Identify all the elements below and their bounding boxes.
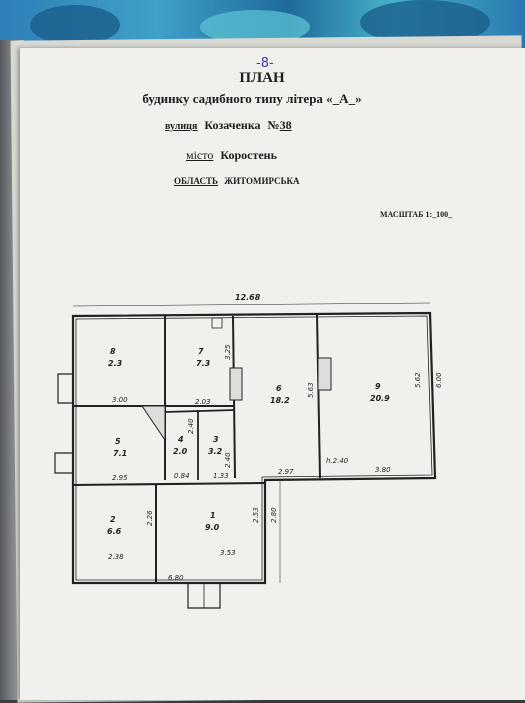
street-name: Козаченка [204, 118, 261, 132]
room-number: 7 [198, 347, 204, 356]
outer-wall [71, 311, 437, 585]
dimension-label: 2.95 [112, 474, 128, 482]
city-line: місто Коростень [186, 148, 277, 163]
room-number: 9 [375, 382, 381, 391]
dimension-label: 1.33 [213, 472, 229, 480]
region-line: ОБЛАСТЬ ЖИТОМИРСЬКА [174, 176, 300, 186]
street-line: вулиця Козаченка №38 [165, 118, 292, 133]
chimney [211, 317, 223, 329]
room-area: 9.0 [205, 523, 220, 532]
stove [317, 357, 332, 391]
city-name: Коростень [220, 148, 277, 162]
dimension-label: 2.40 [224, 452, 232, 468]
porch [54, 452, 73, 474]
dimension-label: 5.62 [414, 372, 422, 388]
city-label: місто [186, 148, 214, 162]
room-number: 3 [213, 435, 219, 444]
street-label: вулиця [165, 121, 198, 132]
dimension-label: 2.53 [252, 507, 260, 523]
wall [164, 409, 236, 413]
room-number: 4 [177, 435, 184, 444]
room-number: 8 [110, 347, 116, 356]
dimension-label: 2.38 [108, 553, 124, 561]
wall [72, 482, 266, 486]
stove [229, 367, 243, 401]
dimension-label: 2.26 [146, 510, 154, 526]
dimension-label: 6.00 [435, 372, 443, 388]
room-area: 6.6 [107, 527, 122, 536]
dimension-label: 2.40 [187, 418, 195, 434]
room-area: 7.3 [196, 359, 211, 368]
house-label: № [267, 118, 280, 132]
stove [141, 405, 166, 442]
porch [57, 373, 73, 404]
room-number: 1 [210, 511, 216, 520]
dimension-line [72, 302, 431, 307]
room-area: 2.0 [173, 447, 188, 456]
room-area: 7.1 [113, 449, 127, 458]
house-number: 38 [279, 118, 292, 132]
dimension-label: 5.63 [307, 382, 315, 398]
room-number: 5 [115, 437, 121, 446]
document-subtitle: будинку садибного типу літера «_А_» [142, 91, 362, 106]
room-area: 3.2 [208, 447, 223, 456]
dimension-label: 3.53 [220, 549, 236, 557]
floor-plan: 12.68 8 2.3 7 7.3 6 18.2 9 20.9 5 7.1 4 … [54, 293, 443, 609]
page-number: -8- [256, 56, 274, 71]
scale-label: МАСШТАБ 1:_100_ [380, 210, 453, 219]
fabric-pattern [30, 5, 120, 45]
dimension-label: 3.00 [112, 396, 128, 404]
room-area: 2.3 [108, 359, 123, 368]
dimension-label: 6.80 [168, 574, 184, 582]
room-area: 20.9 [370, 394, 390, 403]
room-area: 18.2 [270, 396, 290, 405]
height-label: h.2.40 [326, 457, 349, 465]
document-page: -8- ПЛАН будинку садибного типу літера «… [20, 48, 525, 700]
dimension-label: 0.84 [174, 472, 190, 480]
room-number: 2 [110, 515, 116, 524]
overall-width-dimension: 12.68 [235, 293, 261, 302]
dimension-label: 2.97 [278, 468, 294, 476]
wall [316, 313, 321, 479]
dimension-label: 2.80 [270, 507, 278, 523]
dimension-label: 3.25 [224, 344, 232, 360]
region-label: ОБЛАСТЬ [174, 176, 218, 186]
dimension-label: 2.03 [195, 398, 211, 406]
region-name: ЖИТОМИРСЬКА [224, 176, 300, 186]
room-number: 6 [276, 384, 282, 393]
page-title: ПЛАН [239, 70, 285, 86]
inner-wall-line [75, 315, 433, 581]
dimension-label: 3.80 [375, 466, 391, 474]
